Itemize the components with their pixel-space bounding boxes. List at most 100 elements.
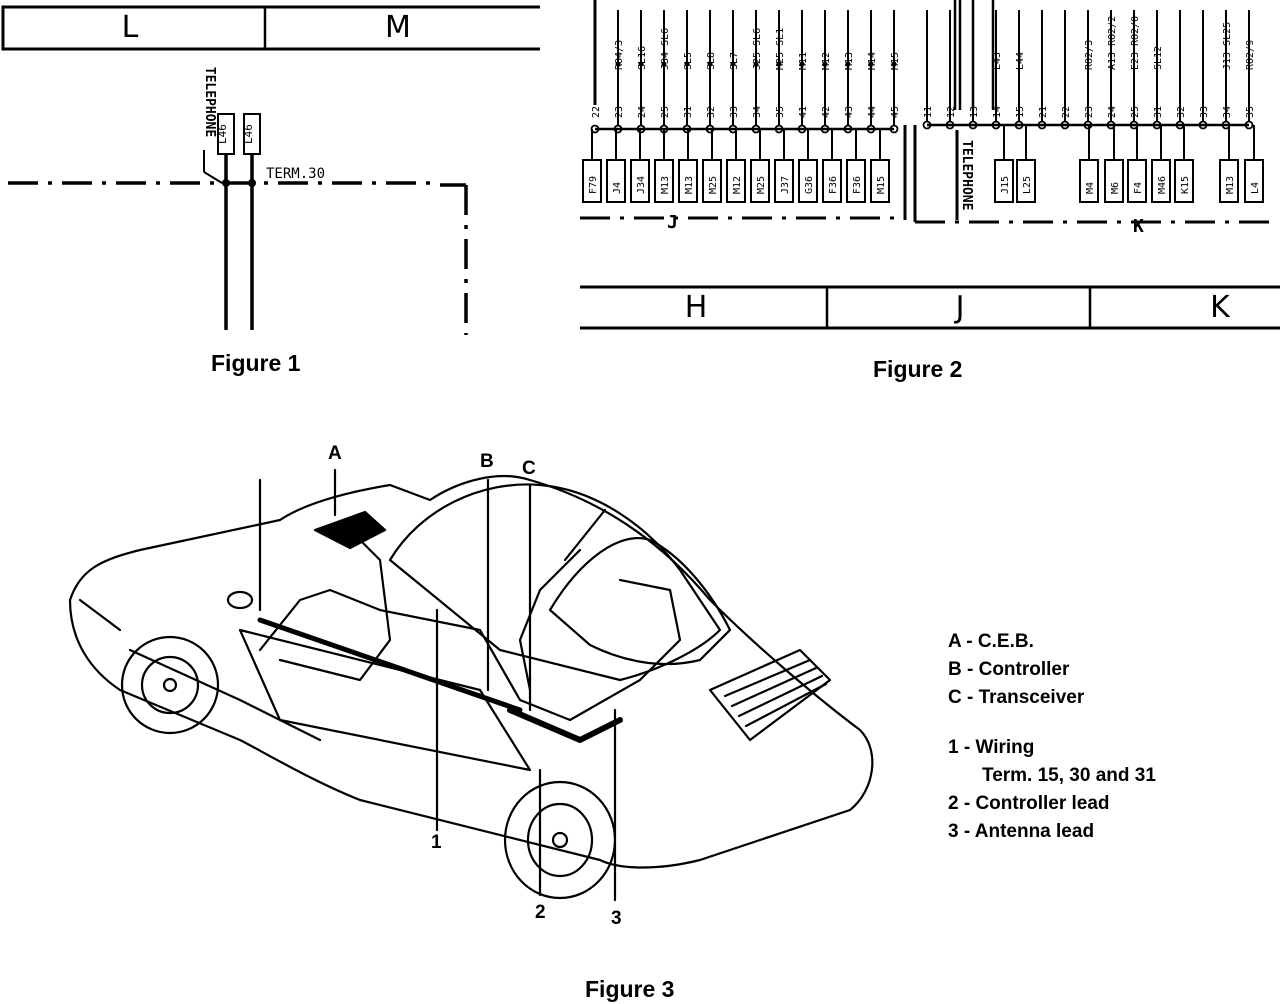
- connector-label: M13: [660, 176, 671, 194]
- figure2-zone-j: J: [955, 290, 965, 325]
- pin-number: 13: [969, 106, 980, 118]
- legend-item-c: C - Transceiver: [948, 687, 1085, 708]
- connector-label: L4: [1250, 182, 1261, 194]
- connector-box: [1104, 159, 1124, 203]
- figure2-caption: Figure 2: [873, 356, 963, 382]
- pin-number: 41: [798, 106, 809, 118]
- connector-label: J37: [780, 176, 791, 194]
- figure1-term-label: TERM.30: [266, 166, 325, 182]
- wire-code: RO4/3: [614, 40, 625, 70]
- wire-code: M14: [867, 52, 878, 70]
- wire-code: E23 RO2/0: [1130, 16, 1141, 70]
- connector-label: M4: [1085, 182, 1096, 194]
- figure1-zone-m: M: [385, 10, 411, 45]
- pin-number: 32: [706, 106, 717, 118]
- wire-code: J34 SL6: [660, 28, 671, 70]
- wire-code: RO2/9: [1245, 40, 1256, 70]
- wire-code: SL12: [1153, 46, 1164, 70]
- pin-number: 23: [614, 106, 625, 118]
- pin-number: 34: [1222, 106, 1233, 118]
- connector-label: M6: [1110, 182, 1121, 194]
- pin-number: 31: [683, 106, 694, 118]
- pin-number: 15: [1015, 106, 1026, 118]
- wire-code: RO2/3: [1084, 40, 1095, 70]
- connector-label: G36: [804, 176, 815, 194]
- figure3-legend: A - C.E.B. B - Controller C - Transceive…: [948, 628, 1156, 846]
- callout-c: C: [522, 458, 536, 479]
- section-label-k: K: [1133, 216, 1144, 237]
- wire-code: SL7: [729, 52, 740, 70]
- pin-number: 21: [1038, 106, 1049, 118]
- wire-code: J13 SL25: [1222, 22, 1233, 70]
- pin-number: 25: [660, 106, 671, 118]
- pin-number: 35: [775, 106, 786, 118]
- pin-number: 31: [1153, 106, 1164, 118]
- legend-item-a: A - C.E.B.: [948, 631, 1034, 652]
- callout-b: B: [480, 451, 494, 472]
- connector-label: L25: [1022, 176, 1033, 194]
- connector-label: M13: [1225, 176, 1236, 194]
- wire-code: M25 SL1: [775, 28, 786, 70]
- figure1-diagram: L46 L46 TELEPHONE TERM.30: [1, 5, 540, 335]
- pin-number: 14: [992, 106, 1003, 118]
- pin-number: 22: [591, 106, 602, 118]
- callout-3: 3: [611, 908, 622, 929]
- pin-number: 35: [1245, 106, 1256, 118]
- connector-label: J34: [636, 176, 647, 194]
- wire-code: SL8: [706, 52, 717, 70]
- pin-number: 34: [752, 106, 763, 118]
- wire-code: SL16: [637, 46, 648, 70]
- figure2-zone-h: H: [684, 290, 708, 325]
- wire-code: SL5: [683, 52, 694, 70]
- pin-number: 24: [1107, 106, 1118, 118]
- callout-1: 1: [431, 832, 442, 853]
- pin-number: 33: [729, 106, 740, 118]
- connector-label: M13: [684, 176, 695, 194]
- connector-box: [1127, 159, 1147, 203]
- wire-code: M12: [821, 52, 832, 70]
- figure2-telephone-label: TELEPHONE: [959, 140, 974, 210]
- connector-label: F79: [588, 176, 599, 194]
- wire-code: M13: [844, 52, 855, 70]
- pin-number: 32: [1176, 106, 1187, 118]
- figure2-zone-k: K: [1210, 290, 1230, 325]
- connector-label: J15: [1000, 176, 1011, 194]
- connector-label: J4: [612, 182, 623, 194]
- wire-code: J25 SL6: [752, 28, 763, 70]
- wire-code: L43: [992, 52, 1003, 70]
- pin-number: 11: [923, 106, 934, 118]
- connector-label: M15: [876, 176, 887, 194]
- connector-box: [606, 159, 626, 203]
- pin-number: 43: [844, 106, 855, 118]
- wire-code: L44: [1015, 52, 1026, 70]
- pin-number: 25: [1130, 106, 1141, 118]
- callout-2: 2: [535, 902, 546, 923]
- pin-number: 33: [1199, 106, 1210, 118]
- legend-item-1-detail: Term. 15, 30 and 31: [982, 765, 1156, 786]
- figure3-caption: Figure 3: [585, 976, 675, 1002]
- wire-code: A13 RO2/2: [1107, 16, 1118, 70]
- section-label-j: J: [667, 212, 678, 233]
- pin-number: 24: [637, 106, 648, 118]
- connector-label: F4: [1133, 182, 1144, 194]
- pin-number: 22: [1061, 106, 1072, 118]
- callout-a: A: [328, 443, 342, 464]
- figure2-diagram: 22 23 RO4/3 24 SL16 25 J34 SL6 31 SL5 32 SL8 33 SL7 3…: [580, 0, 1280, 330]
- pin-number: 44: [867, 106, 878, 118]
- figure1-zone-l: L: [121, 10, 139, 45]
- figure1-connector-label: L46: [216, 124, 229, 144]
- connector-label: F36: [828, 176, 839, 194]
- connector-label: M25: [708, 176, 719, 194]
- pin-number: 23: [1084, 106, 1095, 118]
- legend-item-3: 3 - Antenna lead: [948, 821, 1095, 842]
- pin-number: 12: [946, 106, 957, 118]
- pin-number: 42: [821, 106, 832, 118]
- connector-label: M46: [1157, 176, 1168, 194]
- connector-label: F36: [852, 176, 863, 194]
- wire-code: M11: [798, 52, 809, 70]
- connector-box: [1244, 159, 1264, 203]
- legend-item-b: B - Controller: [948, 659, 1070, 680]
- pin-number: 45: [890, 106, 901, 118]
- figure1-telephone-label: TELEPHONE: [202, 67, 217, 137]
- connector-box: [1079, 159, 1099, 203]
